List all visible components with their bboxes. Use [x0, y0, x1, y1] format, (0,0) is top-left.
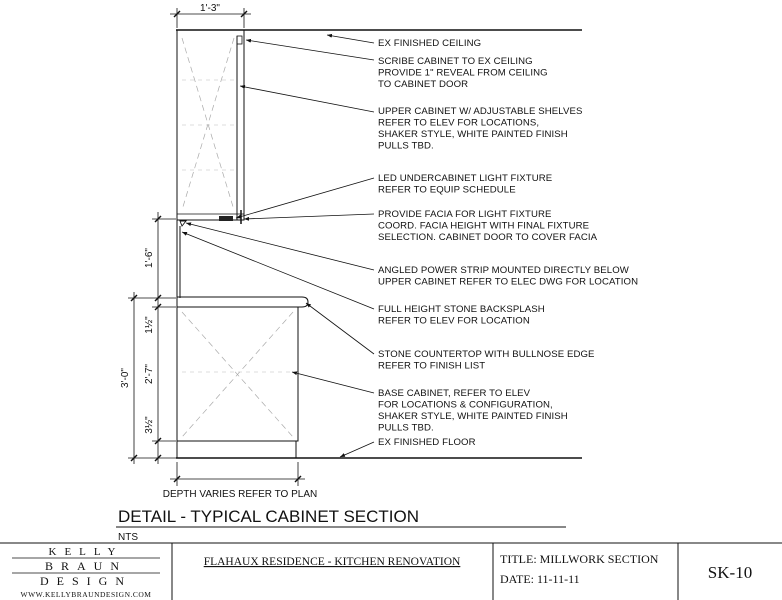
dim-overall-height: 3'-0"	[120, 368, 131, 388]
dim-toe-kick: 3½"	[144, 416, 155, 434]
led-light-fixture	[219, 216, 233, 221]
dim-upper-depth: 1'-3"	[200, 3, 220, 14]
company-logo: KELLY BRAUN DESIGN WWW.KELLYBRAUNDESIGN.…	[12, 546, 160, 599]
sheet-date: DATE: 11-11-11	[500, 572, 580, 586]
sheet-title: TITLE: MILLWORK SECTION	[500, 552, 659, 566]
dimension-base-chain: 1½" 2'-7" 3½"	[144, 294, 176, 464]
dimension-depth: DEPTH VARIES REFER TO PLAN	[163, 462, 317, 500]
note-power-strip: ANGLED POWER STRIP MOUNTED DIRECTLY BELO…	[378, 265, 638, 288]
stone-countertop	[176, 296, 309, 308]
leader-lines	[181, 33, 375, 458]
dim-depth-note: DEPTH VARIES REFER TO PLAN	[163, 489, 317, 500]
note-backsplash: FULL HEIGHT STONE BACKSPLASH REFER TO EL…	[378, 304, 548, 327]
detail-title: DETAIL - TYPICAL CABINET SECTION	[118, 507, 419, 526]
note-ceiling: EX FINISHED CEILING	[378, 38, 481, 49]
note-countertop: STONE COUNTERTOP WITH BULLNOSE EDGE REFE…	[378, 349, 597, 372]
notes: EX FINISHED CEILING SCRIBE CABINET TO EX…	[378, 38, 638, 448]
dim-upper-gap: 1'-6"	[144, 248, 155, 268]
dim-base-height: 2'-7"	[144, 364, 155, 384]
sheet-number: SK-10	[708, 563, 752, 582]
detail-scale: NTS	[118, 532, 138, 543]
title-block: KELLY BRAUN DESIGN WWW.KELLYBRAUNDESIGN.…	[0, 542, 782, 600]
note-floor: EX FINISHED FLOOR	[378, 437, 476, 448]
base-cabinet	[176, 306, 299, 458]
dim-countertop: 1½"	[144, 316, 155, 334]
svg-text:BRAUN: BRAUN	[45, 559, 127, 573]
svg-text:DESIGN: DESIGN	[40, 574, 132, 588]
project-name: FLAHAUX RESIDENCE - KITCHEN RENOVATION	[204, 556, 461, 568]
note-base-cabinet: BASE CABINET, REFER TO ELEV FOR LOCATION…	[378, 388, 571, 434]
note-led-fixture: LED UNDERCABINET LIGHT FIXTURE REFER TO …	[378, 173, 555, 196]
dimension-top: 1'-3"	[170, 3, 251, 28]
note-upper-cabinet: UPPER CABINET W/ ADJUSTABLE SHELVES REFE…	[378, 106, 585, 152]
svg-text:KELLY: KELLY	[49, 546, 124, 558]
power-strip	[179, 220, 187, 227]
upper-cabinet	[176, 29, 245, 221]
note-facia: PROVIDE FACIA FOR LIGHT FIXTURE COORD. F…	[378, 209, 598, 243]
dimension-overall: 3'-0"	[120, 292, 176, 464]
dimension-upper-gap: 1'-6"	[144, 212, 176, 300]
note-scribe: SCRIBE CABINET TO EX CEILING PROVIDE 1" …	[378, 56, 550, 90]
company-url: WWW.KELLYBRAUNDESIGN.COM	[21, 590, 152, 599]
